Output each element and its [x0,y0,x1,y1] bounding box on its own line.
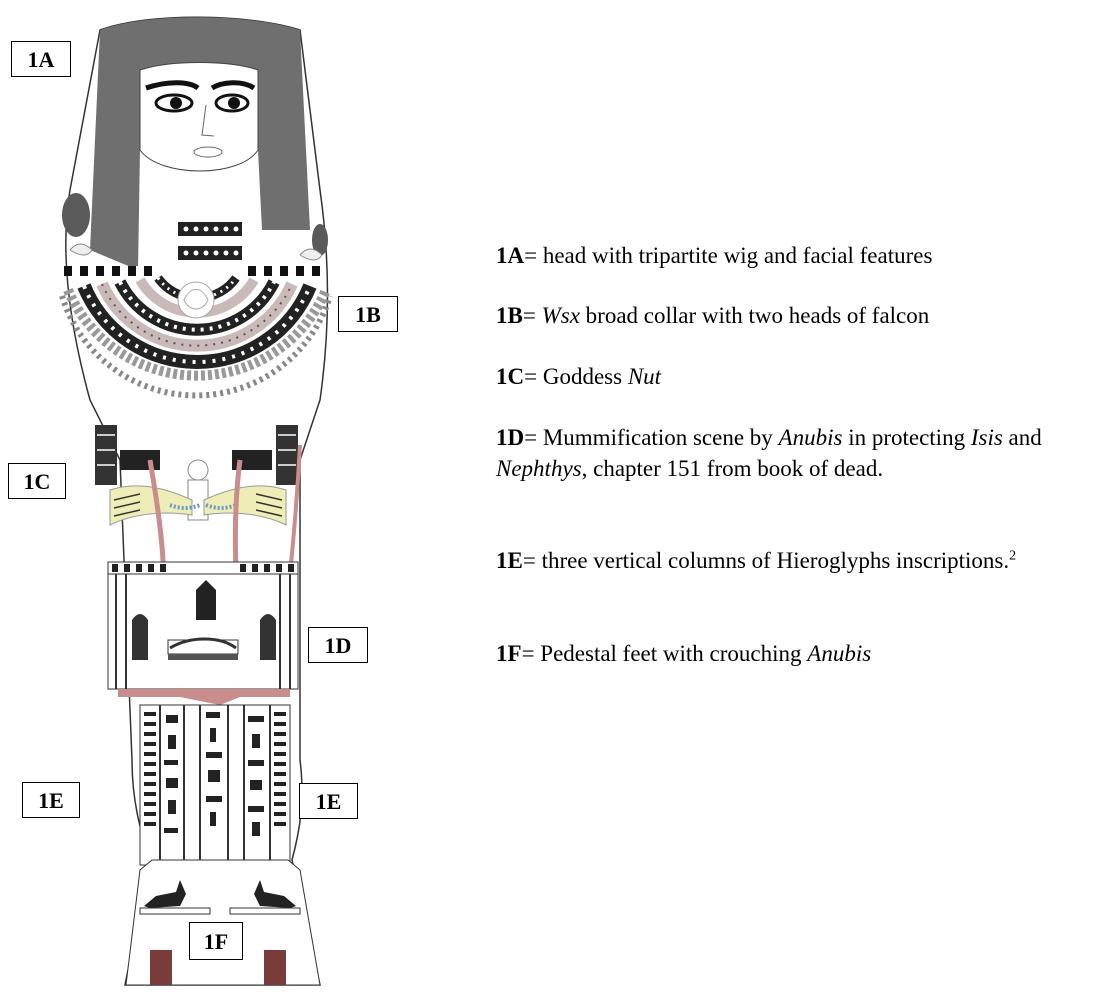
legend-text-1b-em: Wsx [542,303,580,328]
legend-text-1f-em: Anubis [807,641,871,666]
legend-text-1d-pre: = Mummification scene by [524,425,778,450]
label-1e-right: 1E [299,783,358,819]
legend-item-1f: 1F= Pedestal feet with crouching Anubis [496,638,1106,669]
legend-item-1c: 1C= Goddess Nut [496,361,1106,392]
mummification-scene [108,562,298,705]
legend-text-1d-mid1: in protecting [842,425,970,450]
legend-text-1e: = three vertical columns of Hieroglyphs … [523,548,1009,573]
legend-item-1e: 1E= three vertical columns of Hieroglyph… [496,545,1106,576]
label-1c: 1C [8,463,66,499]
legend-key-1a: 1A [496,243,524,268]
legend-item-1b: 1B= Wsx broad collar with two heads of f… [496,300,1106,331]
legend-text-1c-pre: = Goddess [524,364,628,389]
legend-item-1a: 1A= head with tripartite wig and facial … [496,240,1106,271]
legend-text-1d-em2: Isis [971,425,1003,450]
legend-key-1c: 1C [496,364,524,389]
label-1f: 1F [189,922,243,960]
legend-text-1d-em1: Anubis [779,425,843,450]
legend-text-1d-mid2: and [1003,425,1042,450]
label-1d: 1D [308,627,368,663]
legend-item-1d: 1D= Mummification scene by Anubis in pro… [496,422,1106,484]
legend-text-1b-pre: = [523,303,542,328]
legend-text-1a: = head with tripartite wig and facial fe… [524,243,932,268]
legend-key-1b: 1B [496,303,523,328]
legend-key-1e: 1E [496,548,523,573]
legend-text-1c-em: Nut [628,364,661,389]
label-1a: 1A [11,41,71,77]
label-1e-left: 1E [22,782,80,818]
footnote-marker: 2 [1009,548,1016,563]
legend-text-1b-post: broad collar with two heads of falcon [580,303,929,328]
legend-text-1d-post: , chapter 151 from book of dead. [582,456,883,481]
legend-key-1d: 1D [496,425,524,450]
coffin-illustration [0,0,470,994]
label-1b: 1B [338,296,398,332]
legend-key-1f: 1F [496,641,522,666]
hieroglyph-columns [140,705,290,865]
legend-text-1d-em3: Nephthys [496,456,582,481]
left-shoulder [62,193,90,237]
legend-text-1f-pre: = Pedestal feet with crouching [522,641,808,666]
face [140,63,258,172]
